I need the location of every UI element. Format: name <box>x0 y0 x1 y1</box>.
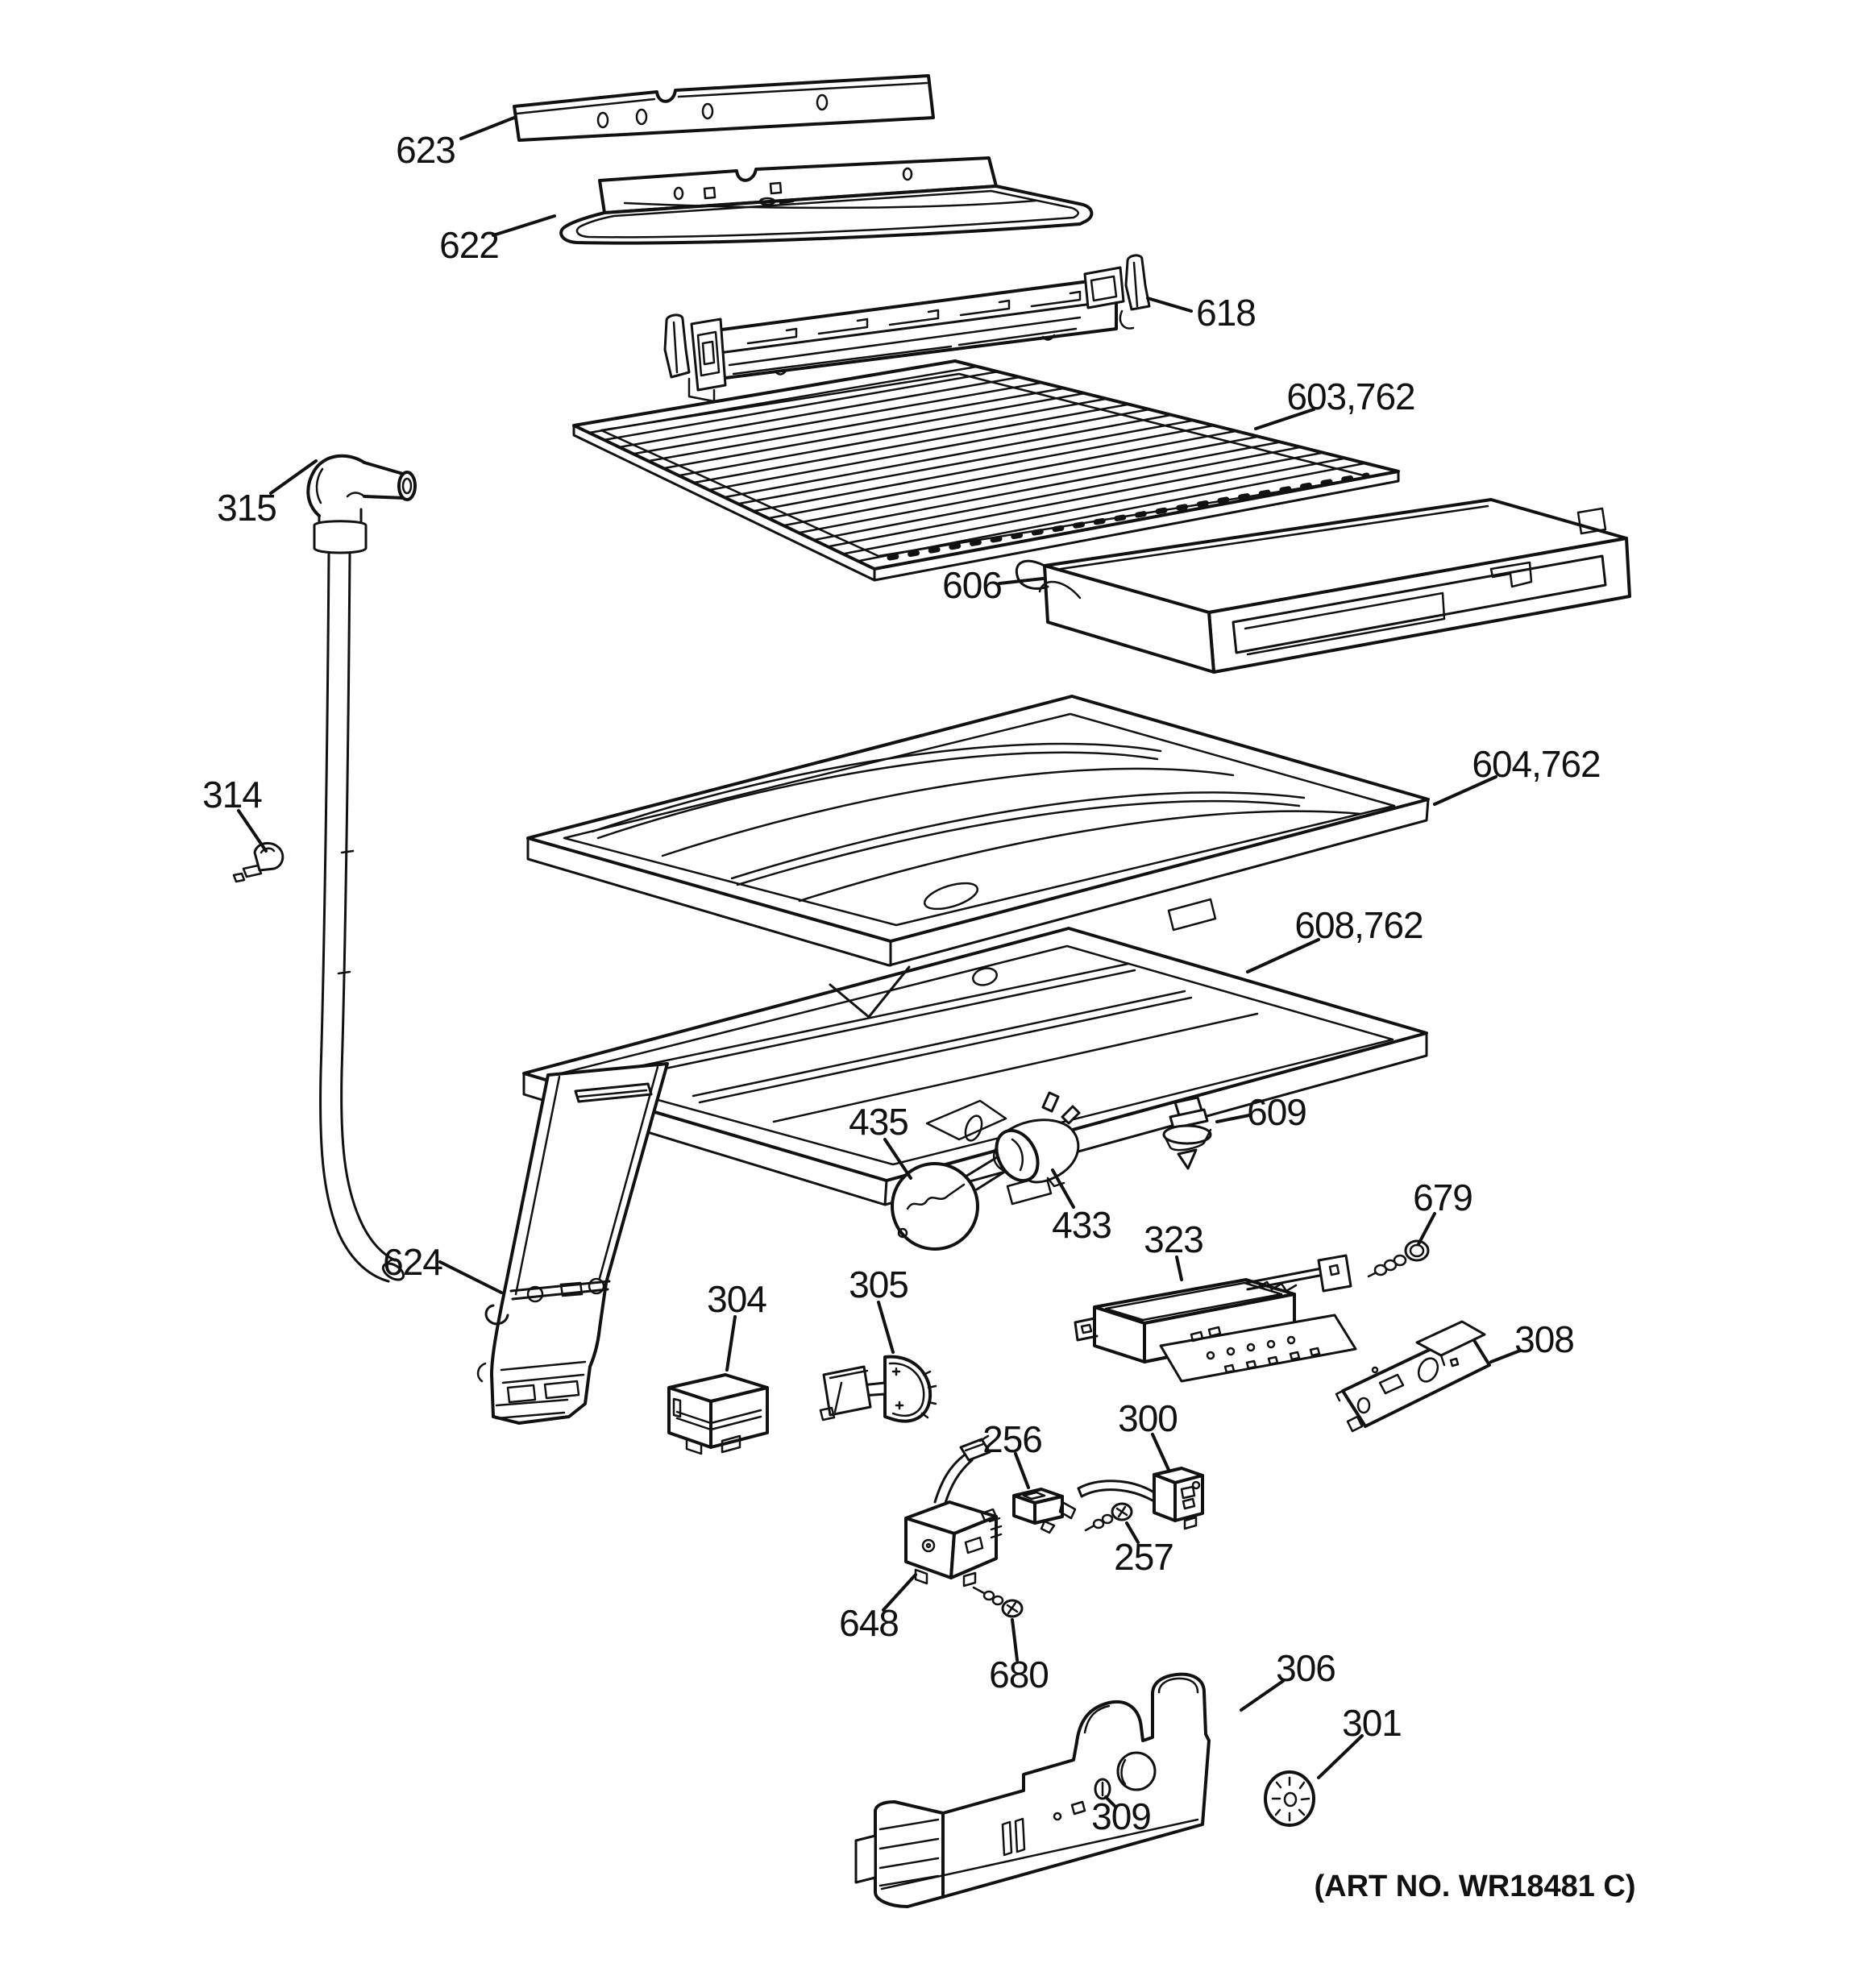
part-301-drawing <box>1264 1770 1315 1827</box>
part-305-drawing <box>819 1355 937 1423</box>
leader-line-301 <box>1317 1734 1364 1779</box>
part-label-603: 603,762 <box>1286 376 1414 417</box>
part-label-304: 304 <box>707 1278 766 1320</box>
part-label-256: 256 <box>982 1418 1042 1460</box>
part-label-648: 648 <box>839 1602 899 1644</box>
part-608-drawing <box>522 927 1428 1206</box>
leader-line-257 <box>1125 1521 1140 1544</box>
leader-line-305 <box>877 1301 895 1354</box>
part-label-609: 609 <box>1247 1091 1306 1133</box>
leader-line-603 <box>1254 408 1315 430</box>
leader-line-623 <box>459 116 516 140</box>
part-306-drawing <box>854 1672 1211 1908</box>
leader-line-308 <box>1489 1349 1522 1363</box>
leader-line-618 <box>1146 297 1193 313</box>
part-609-drawing <box>1162 1096 1212 1170</box>
leader-line-606 <box>998 577 1045 585</box>
part-label-433: 433 <box>1052 1204 1111 1246</box>
part-label-323: 323 <box>1144 1218 1203 1260</box>
part-label-257: 257 <box>1114 1536 1173 1578</box>
part-labels: 623 622 618 603,762 606 315 314 604,762 … <box>202 129 1601 1837</box>
part-323-drawing <box>1074 1254 1357 1383</box>
leader-line-256 <box>1014 1452 1030 1489</box>
leader-line-314 <box>237 809 268 853</box>
leader-line-622 <box>492 214 556 237</box>
part-603-drawing <box>572 359 1400 582</box>
leader-line-433 <box>1051 1168 1075 1209</box>
leader-line-315 <box>269 459 318 495</box>
part-624-drawing <box>476 1062 669 1425</box>
leader-line-323 <box>1175 1255 1183 1281</box>
part-label-306: 306 <box>1276 1647 1335 1689</box>
part-label-309: 309 <box>1091 1795 1151 1837</box>
leader-line-309 <box>1104 1795 1117 1808</box>
part-680-drawing <box>972 1586 1024 1618</box>
leader-line-435 <box>883 1138 912 1180</box>
part-679-drawing <box>1367 1239 1430 1278</box>
part-618-drawing <box>663 254 1151 403</box>
leader-line-624 <box>438 1260 503 1294</box>
leader-line-300 <box>1151 1433 1170 1471</box>
leader-line-680 <box>1011 1618 1019 1662</box>
part-315-drawing <box>306 454 417 1283</box>
part-label-315: 315 <box>217 487 276 529</box>
part-label-680: 680 <box>989 1654 1049 1695</box>
leader-line-604 <box>1433 775 1497 806</box>
part-label-308: 308 <box>1514 1318 1574 1360</box>
part-604-drawing <box>526 695 1430 977</box>
part-label-435: 435 <box>849 1101 908 1143</box>
part-309-drawing <box>1094 1778 1111 1800</box>
leader-line-648 <box>882 1573 917 1612</box>
leader-line-679 <box>1417 1212 1436 1246</box>
part-label-305: 305 <box>849 1264 908 1305</box>
part-label-604: 604,762 <box>1472 743 1600 785</box>
part-300-drawing <box>1077 1467 1204 1530</box>
art-number-label: (ART NO. WR18481 C) <box>1314 1870 1635 1903</box>
part-314-drawing <box>232 841 285 883</box>
part-label-618: 618 <box>1196 292 1256 334</box>
part-623-drawing <box>513 74 935 142</box>
leader-lines <box>237 116 1522 1808</box>
leader-line-304 <box>725 1315 737 1372</box>
part-label-301: 301 <box>1342 1702 1402 1744</box>
leader-line-609 <box>1215 1114 1251 1123</box>
part-304-drawing <box>667 1373 769 1455</box>
part-label-606: 606 <box>942 564 1002 606</box>
part-label-623: 623 <box>396 129 455 171</box>
part-257-drawing <box>1084 1502 1133 1532</box>
part-label-679: 679 <box>1413 1177 1472 1218</box>
part-622-drawing <box>559 156 1094 245</box>
part-label-300: 300 <box>1118 1397 1178 1439</box>
part-label-314: 314 <box>202 774 262 816</box>
part-label-624: 624 <box>383 1241 442 1283</box>
part-606-drawing <box>1015 498 1631 674</box>
part-256-drawing <box>1012 1488 1077 1534</box>
part-433-drawing <box>995 1091 1081 1188</box>
leader-line-306 <box>1240 1679 1285 1712</box>
part-308-drawing <box>1335 1320 1491 1433</box>
leader-line-608 <box>1246 938 1320 973</box>
part-label-608: 608,762 <box>1294 904 1423 946</box>
part-648-drawing <box>904 1434 1003 1587</box>
part-label-622: 622 <box>439 224 499 266</box>
